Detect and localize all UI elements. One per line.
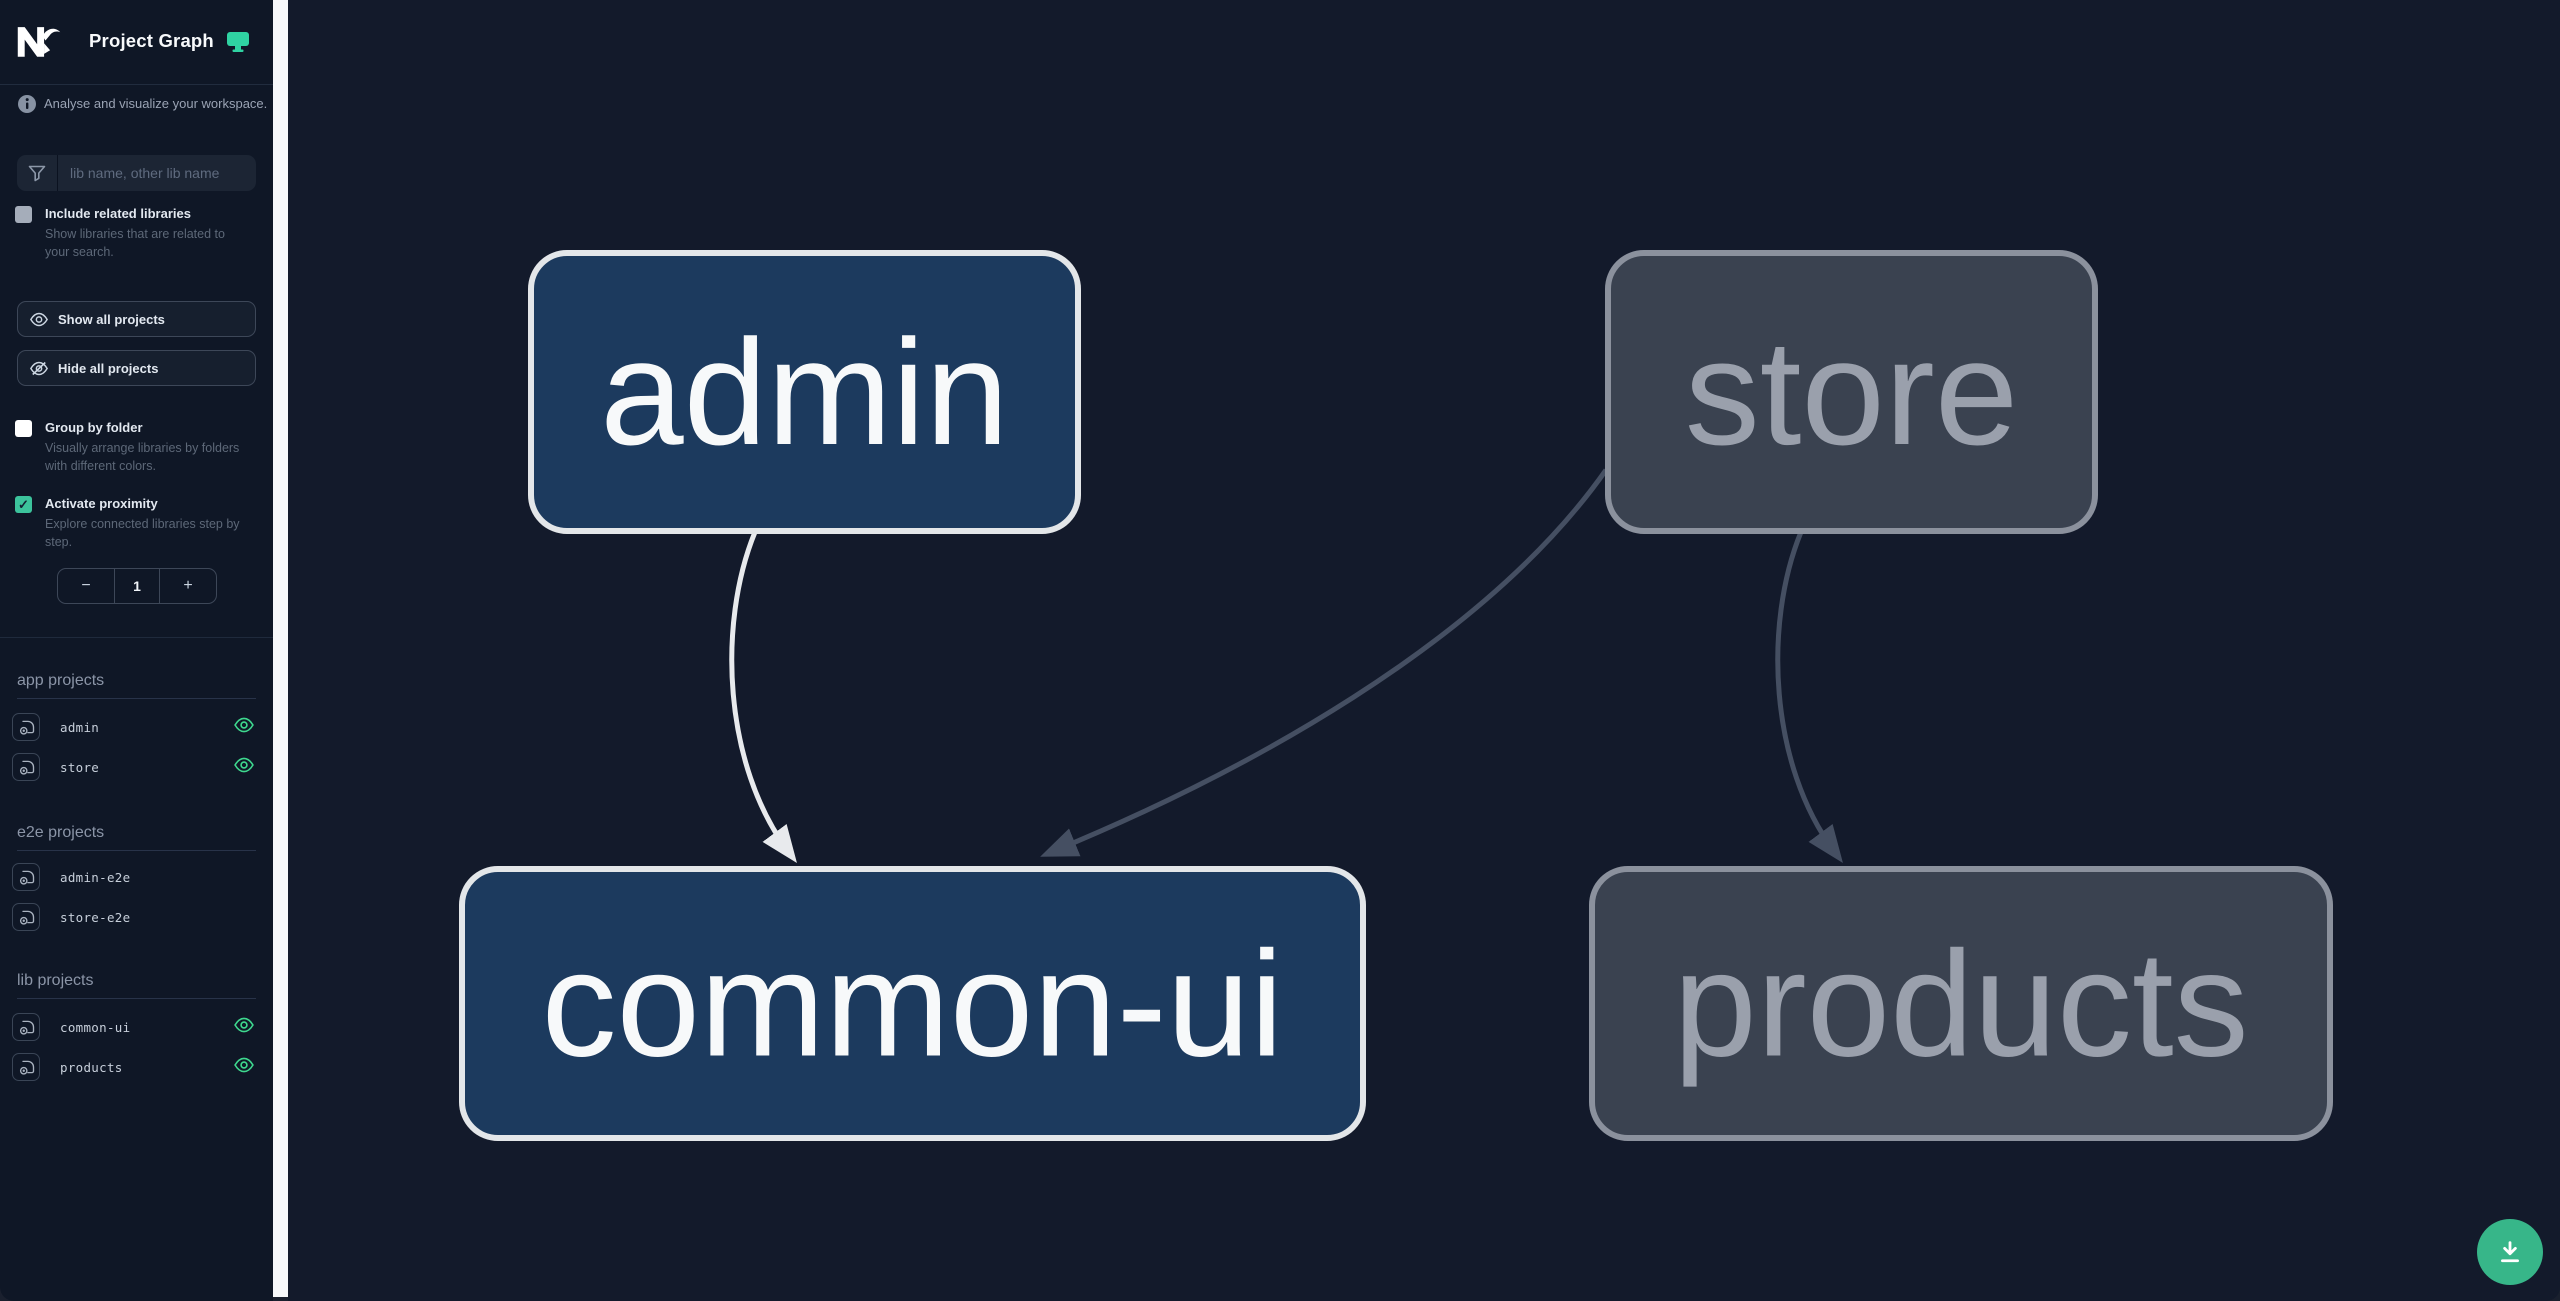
eye-icon[interactable] — [234, 1017, 254, 1038]
project-icon — [12, 903, 40, 931]
tagline-text: Analyse and visualize your workspace. — [44, 96, 268, 111]
activate-proximity-label: Activate proximity — [45, 496, 158, 511]
sidebar: Project Graph Analyse and visualize your… — [0, 0, 273, 1301]
info-icon — [18, 95, 36, 113]
activate-proximity-desc: Explore connected libraries step by step… — [45, 517, 240, 549]
download-graph-button[interactable] — [2477, 1219, 2543, 1285]
show-all-projects-button[interactable]: Show all projects — [17, 301, 256, 337]
dependency-graph: admin store common-ui products — [459, 250, 2333, 1141]
graph-node-label-common-ui: common-ui — [542, 920, 1284, 1088]
project-icon — [12, 753, 40, 781]
include-related-desc: Show libraries that are related to your … — [45, 227, 225, 259]
graph-node-label-admin: admin — [600, 308, 1009, 476]
graph-node-products[interactable] — [1589, 866, 2333, 1141]
tagline: Analyse and visualize your workspace. — [17, 94, 267, 114]
activate-proximity-row: ✓ Activate proximity Explore connected l… — [15, 495, 245, 551]
activate-proximity-checkbox[interactable]: ✓ — [15, 496, 32, 513]
project-name: store — [60, 759, 100, 775]
group-by-folder-label: Group by folder — [45, 420, 143, 435]
group-by-folder-checkbox[interactable] — [15, 420, 32, 437]
include-related-row: Include related libraries Show libraries… — [15, 205, 245, 261]
page-title: Project Graph — [89, 30, 214, 51]
project-row-store-e2e[interactable]: store-e2e — [12, 897, 262, 937]
section-underline — [17, 998, 256, 999]
include-related-checkbox[interactable] — [15, 206, 32, 223]
project-name: admin — [60, 719, 100, 735]
hide-all-projects-label: Hide all projects — [58, 360, 159, 376]
edge-admin-to-common-ui — [729, 531, 797, 864]
section-title-app: app projects — [17, 672, 105, 689]
monitor-icon[interactable] — [226, 31, 250, 53]
proximity-value: 1 — [114, 569, 159, 603]
graph-canvas[interactable]: admin store common-ui products — [288, 0, 2560, 1301]
section-title-lib: lib projects — [17, 972, 94, 989]
project-name: common-ui — [60, 1019, 131, 1035]
graph-node-label-store: store — [1685, 308, 2018, 476]
eye-icon[interactable] — [234, 717, 254, 738]
project-row-store[interactable]: store — [12, 747, 262, 787]
graph-node-store[interactable] — [1605, 250, 2098, 534]
filter-input[interactable] — [58, 155, 256, 191]
section-title-e2e: e2e projects — [17, 824, 105, 841]
proximity-increment-button[interactable]: + — [159, 569, 216, 603]
include-related-text: Include related libraries Show libraries… — [45, 205, 251, 261]
section-underline — [17, 850, 256, 851]
hide-all-projects-button[interactable]: Hide all projects — [17, 350, 256, 386]
edge-store-to-common-ui — [1040, 468, 1609, 857]
project-name: products — [60, 1059, 123, 1075]
project-row-products[interactable]: products — [12, 1047, 262, 1087]
project-row-admin-e2e[interactable]: admin-e2e — [12, 857, 262, 897]
graph-node-admin[interactable] — [528, 250, 1081, 534]
edge-store-to-products — [1775, 531, 1843, 864]
project-name: store-e2e — [60, 909, 131, 925]
activate-proximity-text: Activate proximity Explore connected lib… — [45, 495, 251, 551]
graph-node-common-ui[interactable] — [459, 866, 1366, 1141]
group-by-folder-text: Group by folder Visually arrange librari… — [45, 419, 251, 475]
show-all-projects-label: Show all projects — [58, 311, 165, 327]
group-by-folder-row: Group by folder Visually arrange librari… — [15, 419, 245, 475]
sidebar-resize-divider[interactable] — [273, 0, 288, 1297]
proximity-stepper: − 1 + — [57, 568, 217, 604]
sidebar-divider — [0, 637, 273, 638]
project-icon — [12, 713, 40, 741]
eye-off-icon — [30, 361, 48, 375]
project-icon — [12, 863, 40, 891]
filter-box — [17, 155, 256, 191]
nx-logo-icon — [17, 27, 61, 57]
funnel-icon — [17, 155, 58, 191]
project-row-admin[interactable]: admin — [12, 707, 262, 747]
project-name: admin-e2e — [60, 869, 131, 885]
eye-icon[interactable] — [234, 1057, 254, 1078]
project-icon — [12, 1053, 40, 1081]
download-icon — [2501, 1241, 2519, 1263]
project-icon — [12, 1013, 40, 1041]
proximity-decrement-button[interactable]: − — [58, 569, 114, 603]
group-by-folder-desc: Visually arrange libraries by folders wi… — [45, 441, 240, 473]
section-underline — [17, 698, 256, 699]
include-related-label: Include related libraries — [45, 206, 191, 221]
eye-icon[interactable] — [234, 757, 254, 778]
eye-icon — [30, 312, 48, 326]
app-header: Project Graph — [0, 0, 273, 85]
graph-node-label-products: products — [1673, 920, 2248, 1088]
project-row-common-ui[interactable]: common-ui — [12, 1007, 262, 1047]
